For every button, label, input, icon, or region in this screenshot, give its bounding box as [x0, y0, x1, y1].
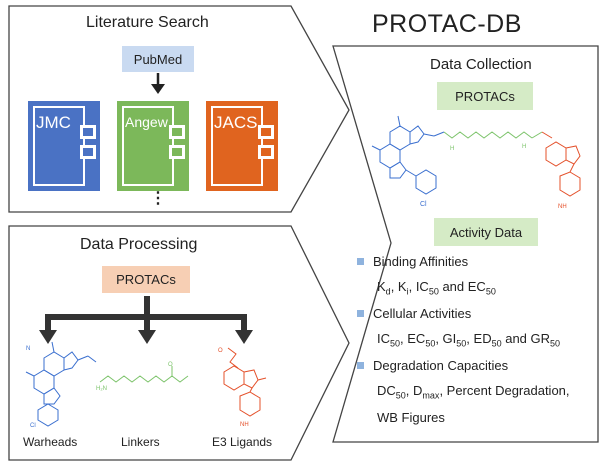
bullet-icon — [357, 258, 364, 265]
binding-affinities-heading: Binding Affinities — [373, 254, 469, 269]
journal-label-angew: Angew — [125, 114, 168, 130]
metric-ed: , ED — [466, 331, 492, 346]
protac-molecule-structure-icon: Cl H H NH — [371, 115, 581, 210]
component-linkers: Linkers — [121, 435, 160, 449]
metric-ic-sub: 50 — [428, 286, 439, 297]
journal-icon-jacs: JACS — [206, 101, 278, 191]
svg-text:O: O — [168, 362, 173, 368]
metric-sub: 50 — [425, 338, 436, 349]
protacs-chip-collection: PROTACs — [437, 82, 533, 110]
metric-sub: max — [422, 390, 440, 401]
metric-gi: , GI — [435, 331, 457, 346]
down-arrow-icon — [151, 73, 165, 94]
e3-ligand-structure-icon: O NH — [218, 347, 267, 428]
metric-kd-sub: d — [385, 286, 391, 297]
degradation-capacities-heading: Degradation Capacities — [373, 358, 509, 373]
metric-ec-sub: 50 — [485, 286, 496, 297]
svg-text:H: H — [522, 144, 526, 150]
journal-label-jmc: JMC — [36, 113, 71, 132]
svg-text:H₂N: H₂N — [96, 386, 107, 392]
metric-sub: 50 — [390, 338, 401, 349]
svg-text:H: H — [450, 146, 454, 152]
journal-label-jacs: JACS — [214, 113, 258, 132]
metric-percent-degradation: , Percent Degradation, — [439, 383, 570, 398]
svg-text:NH: NH — [240, 422, 249, 428]
svg-text:Cl: Cl — [420, 201, 427, 208]
component-warheads: Warheads — [23, 435, 78, 449]
journal-icon-jmc: JMC — [28, 101, 100, 191]
svg-text:N: N — [26, 346, 30, 352]
warhead-structure-icon: N Cl — [25, 341, 97, 428]
degradation-capacities-metrics: DC50, Dmax, Percent Degradation, — [377, 383, 570, 401]
metric-wb-figures: WB Figures — [377, 410, 445, 425]
svg-text:Cl: Cl — [30, 423, 36, 428]
more-journals-ellipsis: ⋮ — [150, 190, 166, 207]
metric-sub: 50 — [395, 390, 406, 401]
pubmed-chip: PubMed — [122, 46, 194, 72]
data-processing-panel — [8, 225, 350, 461]
bullet-icon — [357, 310, 364, 317]
component-e3-ligands: E3 Ligands — [212, 435, 273, 449]
metric-dmax: , D — [405, 383, 423, 398]
cellular-activities-heading: Cellular Activities — [373, 306, 472, 321]
bullet-icon — [357, 362, 364, 369]
metric-ec: and EC — [438, 279, 486, 294]
metric-sub: 50 — [491, 338, 502, 349]
journal-icon-angew: Angew — [117, 101, 189, 191]
metric-ki: , K — [390, 279, 407, 294]
cellular-activities-metrics: IC50, EC50, GI50, ED50 and GR50 — [377, 331, 561, 349]
split-arrows-icon — [39, 296, 253, 344]
svg-text:NH: NH — [558, 204, 567, 210]
data-collection-title: Data Collection — [430, 56, 532, 73]
svg-text:O: O — [218, 348, 223, 354]
activity-data-chip: Activity Data — [434, 218, 538, 246]
metric-ki-sub: i — [406, 286, 409, 297]
binding-affinities-metrics: Kd, Ki, IC50 and EC50 — [377, 279, 496, 297]
metric-sub: 50 — [550, 338, 561, 349]
literature-search-title: Literature Search — [86, 14, 209, 31]
metric-gr: and GR — [501, 331, 551, 346]
metric-ic: , IC — [408, 279, 429, 294]
metric-ec: , EC — [400, 331, 426, 346]
metric-ic: IC — [377, 331, 390, 346]
metric-dc: DC — [377, 383, 396, 398]
page-title: PROTAC-DB — [372, 10, 522, 38]
protacs-chip-processing: PROTACs — [102, 266, 190, 293]
data-processing-title: Data Processing — [80, 236, 198, 253]
linker-structure-icon: H₂N O — [96, 362, 189, 392]
metric-k: K — [377, 279, 386, 294]
metric-sub: 50 — [456, 338, 467, 349]
